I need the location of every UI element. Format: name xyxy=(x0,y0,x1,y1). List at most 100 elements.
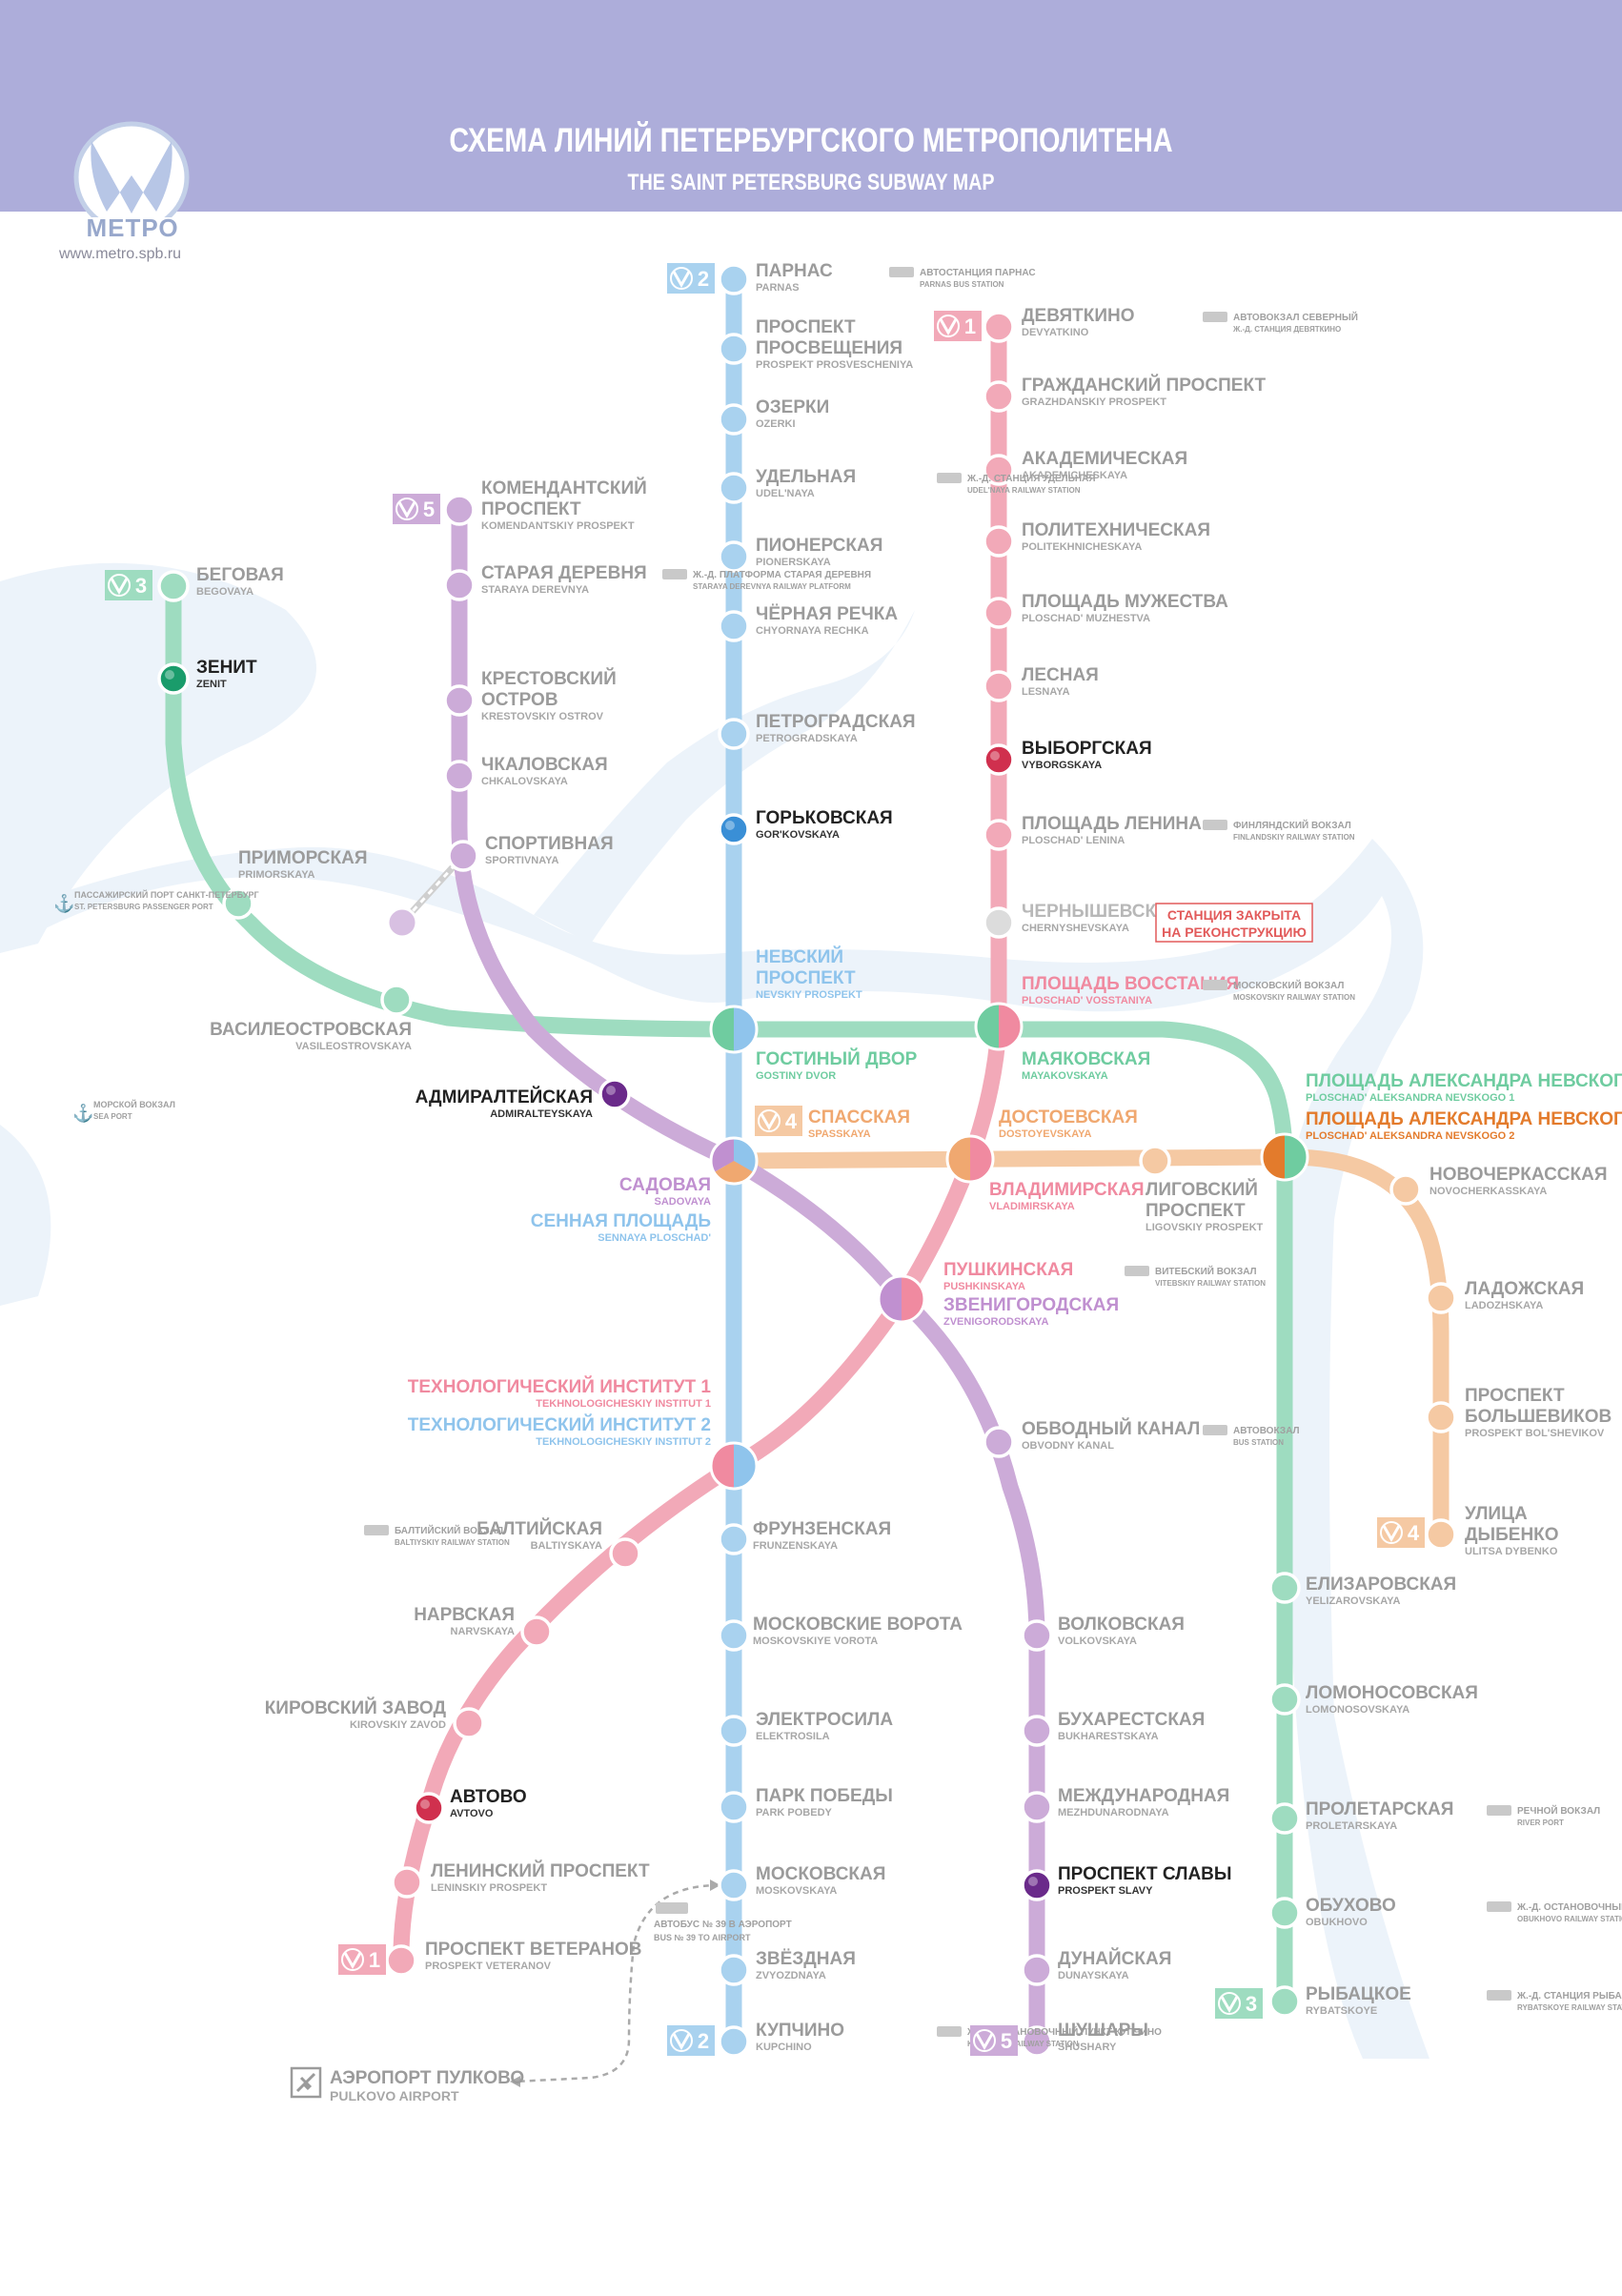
station-veteranov[interactable] xyxy=(385,1944,417,1977)
station-ladozhskaya[interactable] xyxy=(1425,1282,1457,1314)
station-proletarskaya[interactable] xyxy=(1268,1802,1301,1835)
transfer-station-nevskiy-prospekt-gostiny-dvor[interactable] xyxy=(709,1005,759,1054)
station-zenit[interactable] xyxy=(157,662,190,695)
website-link[interactable]: www.metro.spb.ru xyxy=(59,246,182,262)
station-obukhovo[interactable] xyxy=(1268,1897,1301,1929)
station-ozerki[interactable] xyxy=(718,403,750,436)
station-narvskaya[interactable] xyxy=(520,1615,553,1648)
station-rybatskoye[interactable] xyxy=(1268,1985,1301,2018)
station-akademicheskaya[interactable] xyxy=(983,454,1015,486)
station-devyatkino[interactable] xyxy=(983,311,1015,343)
station-moskovskie-vorota[interactable] xyxy=(718,1619,750,1652)
station-staraya-derevnya[interactable] xyxy=(443,569,476,601)
station-dunayskaya[interactable] xyxy=(1021,1954,1053,1986)
station-ligovskiy[interactable] xyxy=(1139,1145,1171,1177)
station-zvezdnaya[interactable] xyxy=(718,1954,750,1986)
transfer-station-pl-vosstaniya-mayakovskaya[interactable] xyxy=(974,1002,1024,1051)
transfer-station-sennaya-spasskaya-sadovaya[interactable] xyxy=(709,1136,759,1186)
station-primorskaya[interactable] xyxy=(222,887,254,920)
station-chkalovskaya[interactable] xyxy=(443,760,476,792)
metro-logo-icon[interactable] xyxy=(69,120,194,217)
station-mezhdunarodnaya[interactable] xyxy=(1021,1791,1053,1823)
station-obvodny[interactable] xyxy=(983,1426,1015,1458)
station-yelizarovskaya[interactable] xyxy=(1268,1572,1301,1604)
station-parnas[interactable] xyxy=(718,263,750,295)
station-vyborgskaya[interactable] xyxy=(983,743,1015,776)
transfer-station-vladimirskaya-dostoyevskaya[interactable] xyxy=(945,1134,995,1184)
station-chernyshevskaya[interactable] xyxy=(983,906,1015,939)
station-chornaya-rechka[interactable] xyxy=(718,610,750,642)
label-tekhnolog-2[interactable]: ТЕХНОЛОГИЧЕСКИЙ ИНСТИТУТ 2TEKHNOLOGICHES… xyxy=(408,1414,711,1448)
station-kupchino[interactable] xyxy=(718,2025,750,2058)
station-udelnaya[interactable] xyxy=(718,472,750,504)
station-gorkovskaya[interactable] xyxy=(718,813,750,845)
station-kirovskiy-zavod[interactable] xyxy=(453,1707,485,1739)
transfer-station-tekhnolog-2-tekhnolog-1[interactable] xyxy=(709,1441,759,1491)
station-baltiyskaya[interactable] xyxy=(609,1537,641,1570)
station-admiralteyskaya[interactable] xyxy=(598,1078,631,1110)
station-grazhdanskiy[interactable] xyxy=(983,380,1015,413)
station-pl-lenina[interactable] xyxy=(983,819,1015,851)
station-bukharestskaya[interactable] xyxy=(1021,1715,1053,1747)
station-avtovo[interactable] xyxy=(413,1792,445,1824)
station-politekhnicheskaya[interactable] xyxy=(983,525,1015,558)
station-dybenko[interactable] xyxy=(1425,1518,1457,1551)
station-slavy[interactable] xyxy=(1021,1869,1053,1901)
station-vasileostrovskaya[interactable] xyxy=(380,984,413,1016)
station-lesnaya[interactable] xyxy=(983,670,1015,702)
station-bolshevikov[interactable] xyxy=(1425,1401,1457,1433)
transfer-station-pl-nevskogo-1-pl-nevskogo-2[interactable] xyxy=(1260,1132,1309,1182)
label-tekhnolog-1[interactable]: ТЕХНОЛОГИЧЕСКИЙ ИНСТИТУТ 1TEKHNOLOGICHES… xyxy=(408,1376,712,1410)
